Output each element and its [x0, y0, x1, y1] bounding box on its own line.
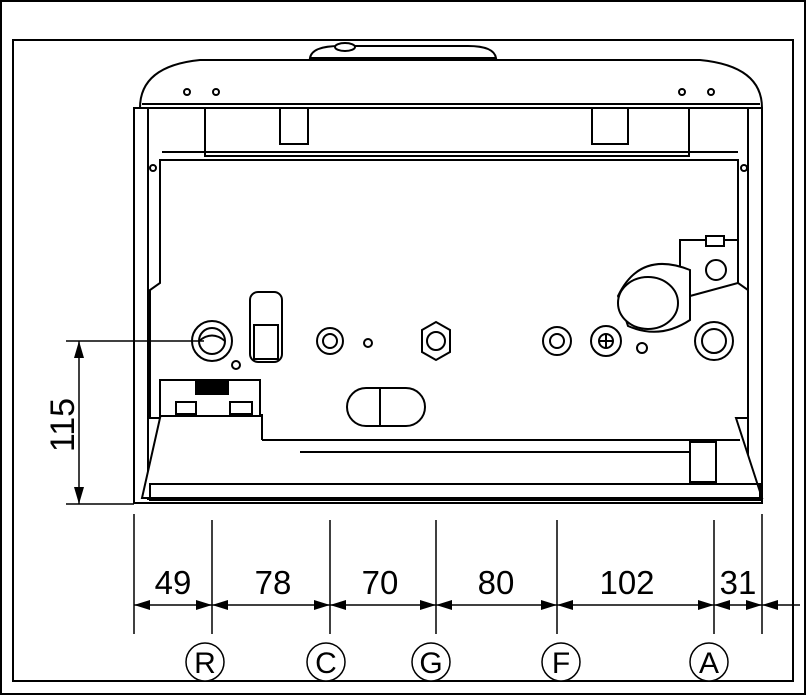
dim-A-label: 102: [599, 564, 654, 601]
connection-R: R: [194, 647, 216, 680]
vertical-dimension-label: 115: [44, 398, 82, 452]
connection-A: A: [699, 647, 719, 680]
connection-C: C: [315, 647, 337, 680]
dim-G-label: 70: [362, 564, 399, 601]
dimension-arrows: [134, 600, 778, 610]
dim-end-label: 31: [720, 564, 757, 601]
dim-C-label: 78: [255, 564, 292, 601]
inner-border: [12, 39, 794, 682]
connection-F: F: [552, 647, 570, 680]
horizontal-dimension-chain: [133, 514, 800, 634]
vertical-dimension: [66, 340, 204, 505]
boiler-drawing: [133, 42, 764, 504]
dim-R-label: 49: [155, 564, 192, 601]
connection-markers: [185, 642, 729, 682]
connection-G: G: [419, 647, 442, 680]
dim-F-label: 80: [478, 564, 515, 601]
